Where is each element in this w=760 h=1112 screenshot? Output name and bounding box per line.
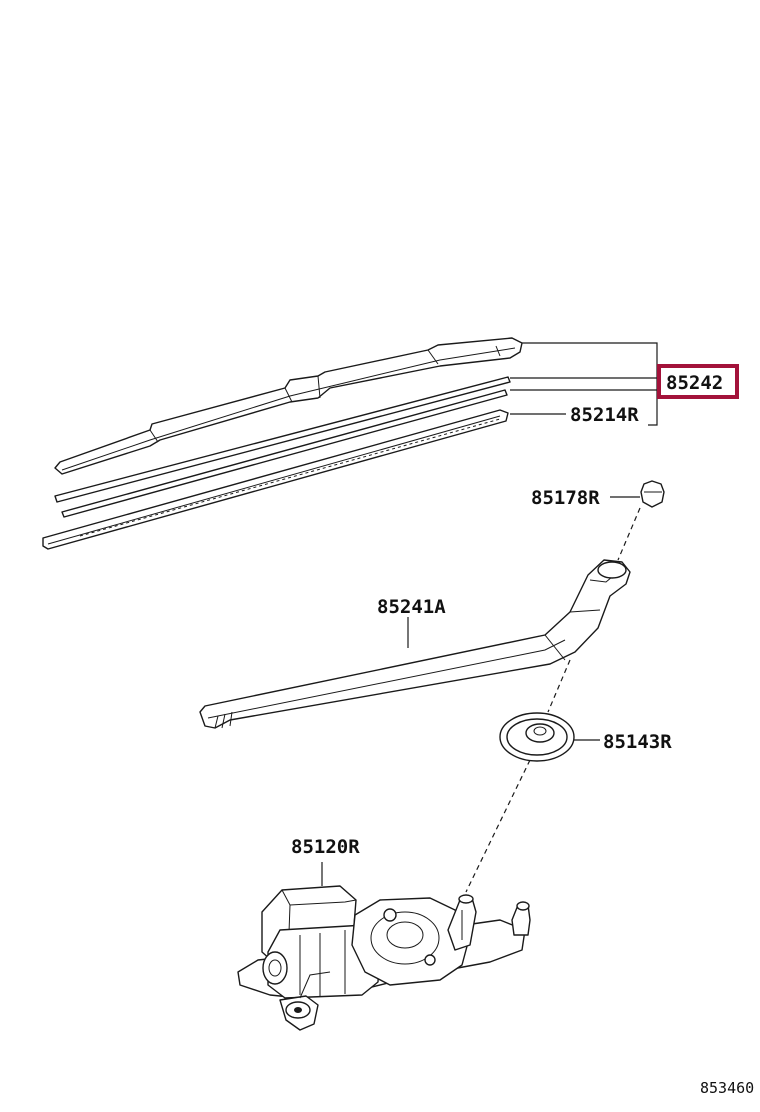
wiper-arm[interactable] [199,559,631,729]
part-label-85214R[interactable]: 85214R [570,404,639,426]
wiper-blade-rubber-strip[interactable] [54,376,511,518]
part-label-85143R[interactable]: 85143R [603,731,672,753]
wiper-blade-frame[interactable] [54,337,523,475]
part-label-85241A[interactable]: 85241A [377,596,446,618]
cap-axis-line [617,507,641,561]
wiper-motor[interactable] [237,862,531,1031]
part-label-85120R[interactable]: 85120R [291,836,360,858]
wiper-blade-insert[interactable] [42,409,509,550]
arm-cap[interactable] [640,480,665,508]
motor-axis-line [465,759,531,893]
part-label-85242[interactable]: 85242 [666,372,723,394]
part-label-85178R[interactable]: 85178R [531,487,600,509]
diagram-reference-number: 853460 [700,1079,754,1097]
highlight-box [657,364,739,399]
pivot-cover[interactable] [499,712,575,762]
arm-axis-line [547,659,571,713]
